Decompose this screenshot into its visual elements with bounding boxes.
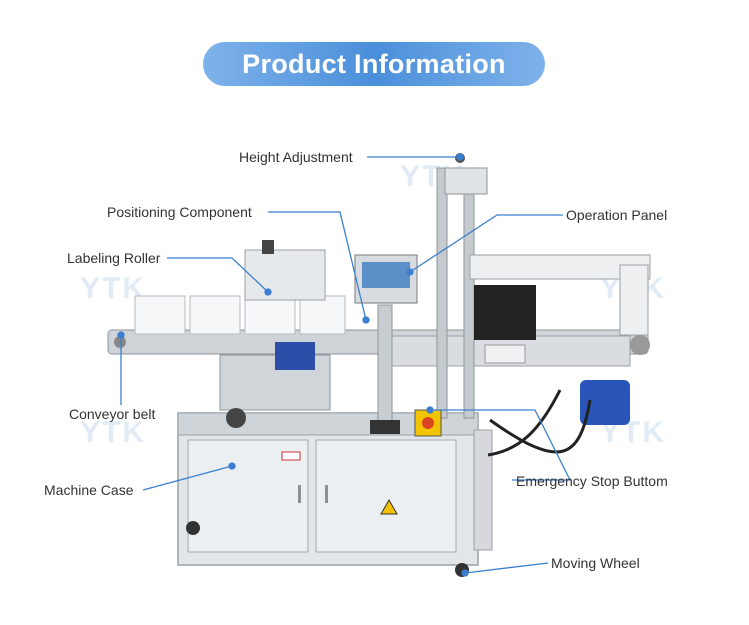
label-emergency-stop: Emergency Stop Buttom [516,473,668,489]
label-positioning-component: Positioning Component [107,204,252,220]
label-labeling-roller: Labeling Roller [67,250,161,266]
label-machine-case: Machine Case [44,482,134,498]
label-conveyor-belt: Conveyor belt [69,406,156,422]
label-operation-panel: Operation Panel [566,207,668,223]
page-title: Product Information [203,42,545,86]
label-moving-wheel: Moving Wheel [551,555,640,571]
label-height-adjustment: Height Adjustment [239,149,353,165]
watermark: YTK [80,272,146,305]
watermark: YTK [80,416,146,449]
